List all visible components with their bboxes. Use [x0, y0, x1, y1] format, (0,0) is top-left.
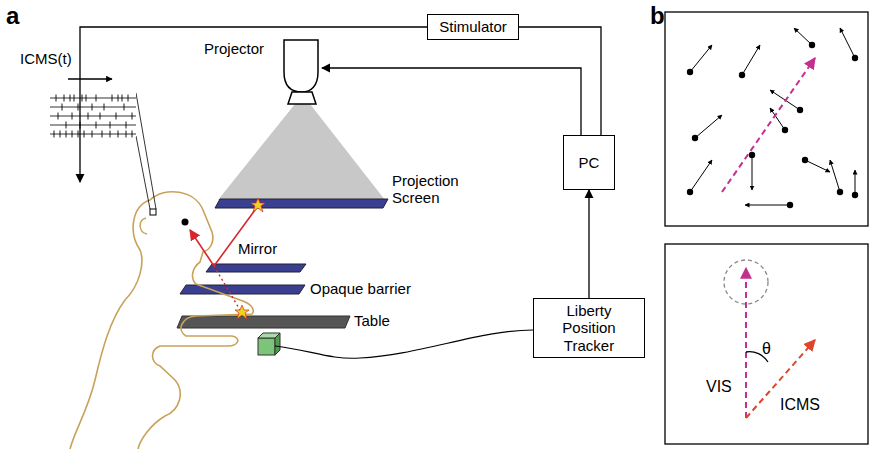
part-label: Mirror: [238, 240, 277, 257]
panel-letter: b: [650, 2, 665, 30]
part-label: Table: [354, 312, 390, 329]
spike-raster: [50, 95, 136, 138]
device-box: PC: [563, 135, 615, 190]
visual-direction: [722, 58, 815, 192]
part-label: Projector: [204, 40, 264, 57]
dot-field: [687, 28, 858, 208]
part-label: θ: [762, 340, 771, 358]
projector-symbol: [284, 40, 318, 104]
part-label: Opaque barrier: [310, 280, 411, 297]
part-label: VIS: [706, 378, 732, 396]
raster-leader: [136, 93, 156, 209]
box-label: Stimulator: [439, 18, 507, 35]
mirror: [206, 264, 306, 272]
signal-connector: [588, 190, 589, 298]
projection-screen: [215, 199, 388, 208]
monkey-eye: [182, 219, 189, 226]
target-star: [235, 198, 265, 319]
vis-vector: [745, 268, 747, 418]
raster-panel: [50, 92, 136, 137]
part-label: Projection Screen: [392, 172, 472, 207]
stimulation-wire: [80, 27, 427, 182]
box-label: Liberty Position Tracker: [540, 302, 638, 354]
sensor-cube: [258, 333, 280, 355]
monkey-ear: [140, 218, 147, 234]
box-label: PC: [579, 154, 600, 171]
tracker-cable: [275, 330, 533, 358]
part-label: ICMS(t): [20, 50, 72, 67]
device-box: Stimulator: [427, 14, 519, 40]
virtual-ray: [214, 266, 240, 310]
opaque-barrier: [180, 285, 305, 294]
monkey-outline: [70, 192, 253, 449]
panel-letter: a: [6, 2, 19, 30]
time-arrow: [68, 78, 112, 79]
projector-feed: [322, 68, 581, 135]
device-box: Liberty Position Tracker: [533, 298, 645, 358]
signal-connector: [519, 27, 601, 135]
table: [177, 316, 350, 328]
panel-frame: [665, 12, 868, 226]
part-label: ICMS: [780, 396, 820, 414]
projection-beam: [218, 104, 385, 200]
panel-frame: [665, 244, 868, 444]
electrode-site: [150, 209, 156, 215]
light-ray: [190, 230, 214, 266]
